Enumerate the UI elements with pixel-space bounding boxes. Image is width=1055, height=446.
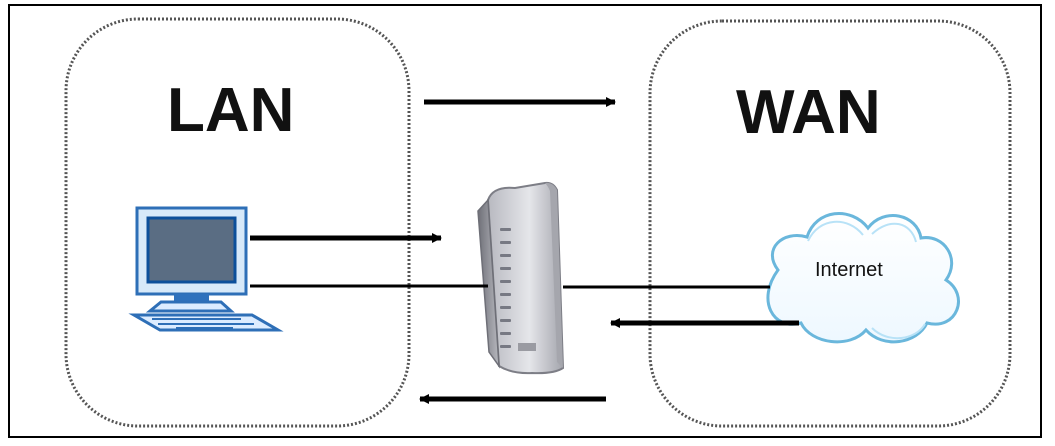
diagram-frame: LAN WAN xyxy=(8,4,1042,438)
lan-label: LAN xyxy=(167,76,294,145)
network-diagram: LAN WAN xyxy=(64,17,1012,428)
wan-label: WAN xyxy=(736,78,881,147)
computer-icon xyxy=(128,206,284,332)
router-icon xyxy=(477,181,565,375)
cloud-icon: Internet xyxy=(766,212,960,344)
internet-label: Internet xyxy=(815,259,883,281)
wan-zone xyxy=(648,19,1012,428)
